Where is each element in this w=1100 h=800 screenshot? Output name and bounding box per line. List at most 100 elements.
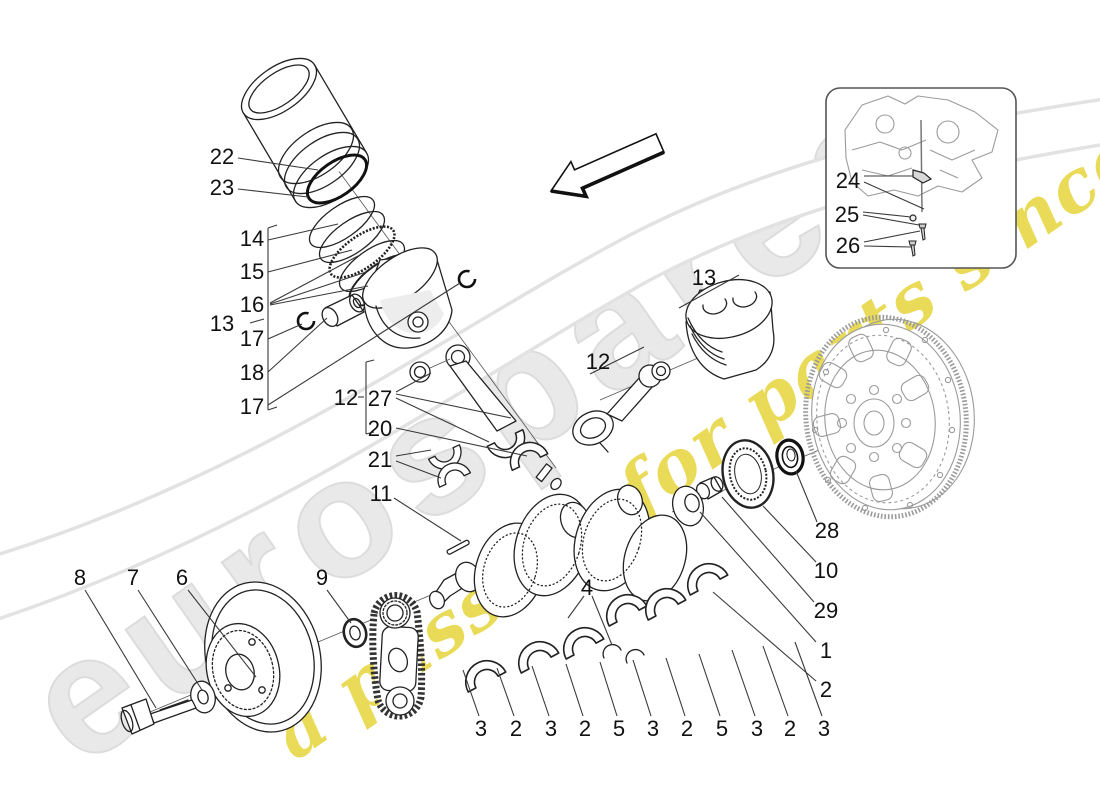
leader-line-21 [395, 449, 432, 457]
rear-bearing-drawing [775, 438, 805, 476]
thrust-ring [602, 643, 622, 659]
leader-line-20 [395, 427, 528, 457]
callout-label-23-1: 23 [210, 175, 234, 200]
callout-label-27-10: 27 [368, 386, 392, 411]
leader-line-2 [565, 663, 584, 717]
leader-line-14 [267, 223, 339, 241]
ring-gear-teeth [803, 314, 969, 520]
callout-label-17-7: 17 [240, 394, 264, 419]
leader-line-16 [269, 255, 359, 304]
leader-line-2 [665, 657, 686, 717]
leader-line-10 [762, 505, 817, 563]
callout-label-6-38: 6 [176, 565, 188, 590]
inset-small-parts [908, 169, 933, 257]
leader-line-13 [678, 274, 740, 309]
front-ring-drawing [342, 617, 368, 649]
leader-line-1 [699, 511, 817, 643]
callout-label-5-29: 5 [716, 716, 728, 741]
small-end-bushing [651, 361, 671, 381]
leader-line-24 [863, 181, 925, 210]
leader-line-27 [395, 372, 432, 393]
callout-label-3-27: 3 [647, 716, 659, 741]
leader-line-27 [395, 393, 512, 419]
callout-label-7-37: 7 [127, 565, 139, 590]
leader-line-21 [395, 460, 442, 479]
callout-label-13-8: 13 [210, 311, 234, 336]
leader-line-12 [365, 431, 375, 435]
leader-line-18 [267, 317, 328, 373]
callout-label-10-18: 10 [814, 558, 838, 583]
leader-line-13 [249, 318, 265, 324]
leader-line-25 [862, 211, 912, 218]
leader-line-28 [795, 470, 818, 523]
leader-line-3 [632, 659, 652, 717]
rear-main-parts [695, 438, 805, 509]
leader-line-7 [137, 589, 203, 691]
leader-line-2 [712, 591, 817, 682]
key-drawing [446, 539, 470, 555]
pulley-washer-drawing [190, 680, 216, 714]
callout-label-12-14: 12 [586, 349, 610, 374]
timing-chain-drawing [369, 592, 426, 720]
callout-label-2-28: 2 [681, 716, 693, 741]
main-bearing-shells [457, 555, 729, 693]
callout-label-1-20: 1 [820, 638, 832, 663]
leader-line-9 [326, 589, 352, 624]
engine-block-sketch [844, 95, 999, 213]
callout-label-22-0: 22 [210, 144, 234, 169]
leader-line-16 [269, 271, 367, 305]
left-connecting-rod-drawing [409, 344, 562, 491]
callout-label-3-24: 3 [545, 716, 557, 741]
leader-line-8 [84, 589, 157, 709]
leader-line-13 [267, 406, 278, 411]
liner-seal-ring-drawing [305, 153, 369, 205]
leader-line-23 [237, 188, 309, 198]
leader-line-11 [393, 497, 462, 542]
direction-arrow-icon [549, 132, 666, 199]
cylinder-liner-drawing [240, 57, 370, 209]
leader-line-26 [863, 230, 921, 243]
callout-label-25-34: 25 [835, 202, 859, 227]
left-piston-drawing [362, 247, 453, 349]
leader-line-17 [267, 282, 461, 406]
right-piston-drawing [685, 279, 775, 380]
piston-pin-drawing [321, 293, 366, 327]
pulley-bolt-drawing [120, 698, 197, 735]
leader-line-5 [599, 661, 618, 717]
leader-line-15 [267, 249, 353, 273]
callout-label-3-22: 3 [475, 716, 487, 741]
callout-label-3-32: 3 [818, 716, 830, 741]
callout-label-26-35: 26 [836, 233, 860, 258]
leader-line-2 [496, 667, 515, 717]
leader-line-26 [863, 245, 913, 248]
callout-label-5-26: 5 [613, 716, 625, 741]
leader-line-29 [721, 496, 815, 603]
leader-line-12 [365, 359, 375, 363]
callout-label-2-23: 2 [510, 716, 522, 741]
leader-line-13 [267, 224, 278, 229]
crankshaft-drawing [428, 484, 705, 618]
callout-label-3-30: 3 [751, 716, 763, 741]
thrust-ring [625, 648, 645, 664]
callout-label-16-4: 16 [240, 292, 264, 317]
inset-detail-box [825, 87, 1017, 269]
callout-label-4-16: 4 [581, 575, 593, 600]
swoosh-band [0, 99, 1100, 619]
leader-line-2 [762, 645, 789, 717]
callout-label-8-36: 8 [74, 565, 86, 590]
callout-label-29-19: 29 [814, 598, 838, 623]
callout-label-17-5: 17 [240, 326, 264, 351]
callout-label-15-3: 15 [240, 259, 264, 284]
leader-line-12 [589, 346, 645, 375]
leader-line-3 [462, 669, 480, 717]
callout-label-20-11: 20 [368, 416, 392, 441]
callout-label-14-2: 14 [240, 226, 264, 251]
callout-label-24-33: 24 [836, 168, 860, 193]
callout-label-9-39: 9 [316, 565, 328, 590]
leader-line-5 [698, 653, 721, 717]
flywheel-cutouts [812, 333, 930, 503]
leader-line-3 [531, 665, 550, 717]
